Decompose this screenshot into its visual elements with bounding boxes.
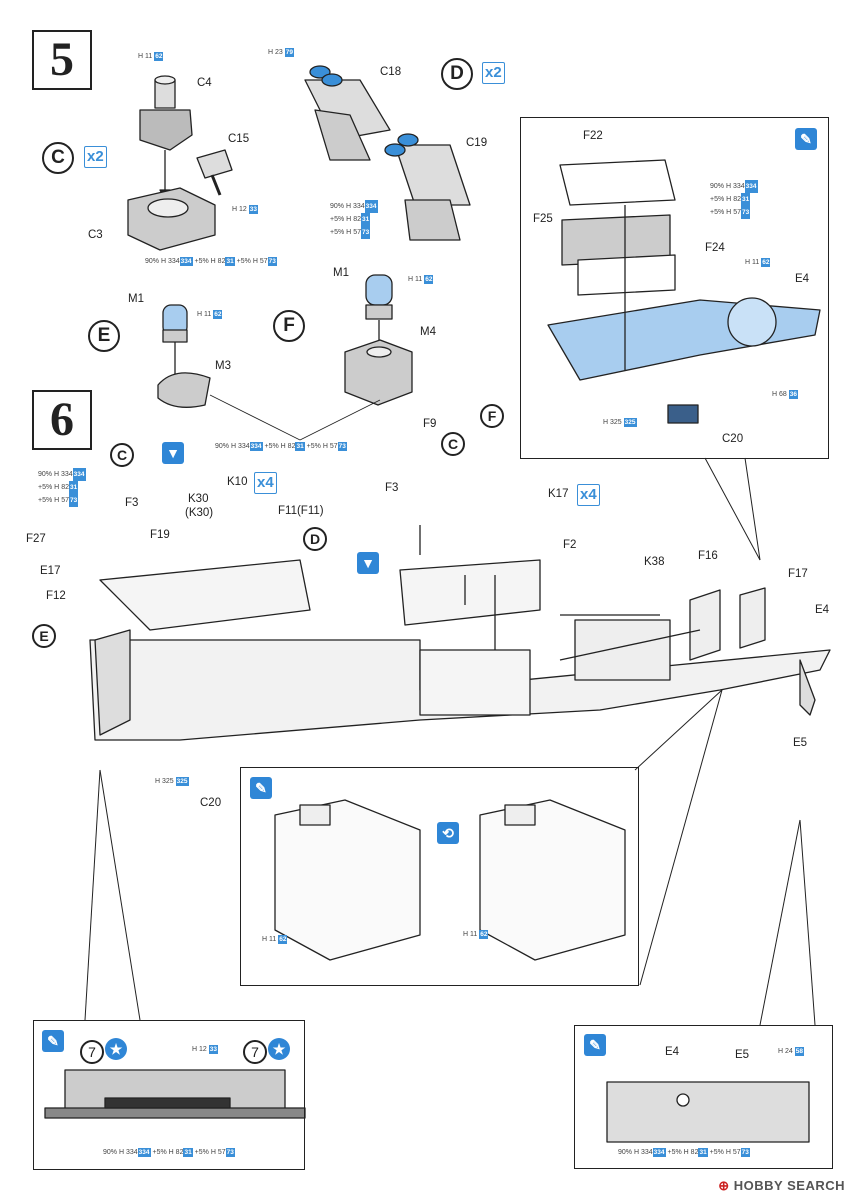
paint-ref: 90% H 334334 +5% H 8231 +5% H 5773 [215,442,347,451]
group-f-marker: F [273,310,305,342]
part-c18-label: C18 [380,66,402,78]
part-e5-label: E5 [735,1049,750,1061]
detail-panel-middle [240,767,639,986]
paint-ref: 90% H 334334+5% H 8231+5% H 5773 [38,468,86,507]
part-c20-label: C20 [722,433,744,445]
part-f24-label: F24 [705,242,725,254]
step-number-5: 5 [32,30,92,90]
part-f22-label: F22 [583,130,603,142]
part-f25-label: F25 [533,213,553,225]
paint-ref: H 12 33 [232,205,258,214]
group-d-marker: D [303,527,327,551]
star-icon: ★ [105,1038,127,1060]
part-f11-label: F11(F11) [278,505,324,517]
rotate-view-icon: ⟲ [437,822,459,844]
quantity-badge: x4 [577,484,600,506]
group-d-marker: D [441,58,473,90]
group-c-marker: C [42,142,74,174]
group-c-marker: C [441,432,465,456]
paint-ref: 90% H 334334 +5% H 8231 +5% H 5773 [103,1148,235,1157]
part-k30-label: K30 [188,493,209,505]
star-icon: ★ [268,1038,290,1060]
part-e5-label: E5 [793,737,808,749]
paint-ref: H 325 325 [155,777,189,786]
paint-ref: H 12 33 [192,1045,218,1054]
part-m3-label: M3 [215,360,231,372]
step-number-6: 6 [32,390,92,450]
paint-ref: H 11 62 [262,935,288,944]
paint-ref: H 68 36 [772,390,798,399]
paint-brush-icon: ✎ [795,128,817,150]
part-k17-label: K17 [548,488,569,500]
paint-ref: H 11 62 [745,258,771,267]
paint-ref: H 325 325 [603,418,637,427]
part-c3-label: C3 [88,229,103,241]
watermark: ⊕ HOBBY SEARCH [718,1178,845,1193]
detail-panel-bottom-left [33,1020,305,1170]
part-c19-label: C19 [466,137,488,149]
group-e-marker: E [88,320,120,352]
paint-brush-icon: ✎ [584,1034,606,1056]
part-f12-label: F12 [46,590,66,602]
part-e4-label: E4 [665,1046,680,1058]
decal-number-marker: 7 [243,1040,267,1064]
part-f19-label: F19 [150,529,170,541]
part-f16-label: F16 [698,550,718,562]
part-c15-label: C15 [228,133,250,145]
part-e4-label: E4 [795,273,810,285]
part-f3-label: F3 [385,482,399,494]
quantity-badge: x4 [254,472,277,494]
quantity-badge: x2 [84,146,107,168]
part-c20-label: C20 [200,797,222,809]
detail-panel-top [520,117,829,459]
paint-ref: 90% H 334334 +5% H 8231 +5% H 5773 [145,257,277,266]
part-c4-label: C4 [197,77,212,89]
glue-icon: ▼ [357,552,379,574]
group-e-marker: E [32,624,56,648]
paint-ref: H 11 62 [463,930,489,939]
paint-ref: H 11 62 [138,52,164,61]
paint-ref: H 23 79 [268,48,294,57]
decal-number-marker: 7 [80,1040,104,1064]
paint-ref: 90% H 334334 +5% H 8231 +5% H 5773 [618,1148,750,1157]
glue-icon: ▼ [162,442,184,464]
part-f3-label: F3 [125,497,139,509]
part-e17-label: E17 [40,565,61,577]
paint-ref: 90% H 334334+5% H 8231+5% H 5773 [710,180,758,219]
part-f27-label: F27 [26,533,46,545]
part-f17-label: F17 [788,568,808,580]
paint-brush-icon: ✎ [42,1030,64,1052]
part-m4-label: M4 [420,326,436,338]
paint-brush-icon: ✎ [250,777,272,799]
paint-ref: H 11 62 [408,275,434,284]
group-c-marker: C [110,443,134,467]
part-k30-paren-label: (K30) [185,507,214,519]
paint-ref: H 11 62 [197,310,223,319]
part-k10-label: K10 [227,476,248,488]
part-m1-label: M1 [128,293,144,305]
part-k38-label: K38 [644,556,665,568]
part-e4-label: E4 [815,604,830,616]
part-f2-label: F2 [563,539,577,551]
detail-panel-bottom-right [574,1025,833,1169]
part-m1-label: M1 [333,267,349,279]
paint-ref: H 24 58 [778,1047,804,1056]
quantity-badge: x2 [482,62,505,84]
group-f-marker: F [480,404,504,428]
part-f9-label: F9 [423,418,437,430]
paint-ref: 90% H 334334+5% H 8231+5% H 5773 [330,200,378,239]
